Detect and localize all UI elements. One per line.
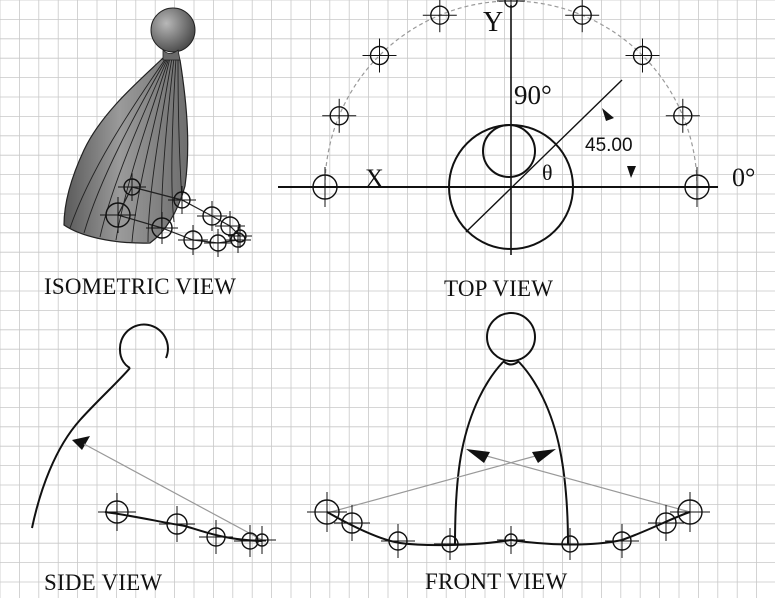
front-view: FRONT VIEW (307, 312, 710, 594)
side-profile-curve (31, 367, 131, 529)
control-point (146, 212, 178, 244)
top-angle-symbol: θ (542, 160, 553, 185)
iso-control-points (100, 173, 252, 257)
control-point (168, 186, 196, 214)
top-x-axis-label: X (365, 164, 384, 193)
top-angle-90-label: 90° (514, 80, 552, 110)
side-view-label: SIDE VIEW (44, 570, 162, 595)
control-point (305, 167, 345, 207)
control-point (677, 167, 717, 207)
top-angle-line (465, 79, 623, 233)
control-point (670, 492, 710, 532)
top-head-circle (482, 124, 536, 178)
front-control-points (307, 492, 710, 560)
front-head-circle (486, 312, 536, 362)
control-point (665, 98, 700, 133)
control-point (334, 505, 370, 541)
front-guide-left (326, 451, 551, 514)
control-point (228, 224, 252, 248)
top-y-axis-label: Y (483, 7, 503, 38)
control-point (422, 0, 457, 33)
front-guide-right (471, 451, 691, 513)
control-point (118, 173, 146, 201)
side-base-curve (104, 511, 263, 542)
top-angle-value: 45.00 (585, 135, 633, 156)
control-point (98, 493, 136, 531)
control-point (565, 0, 600, 33)
top-angle-0-label: 0° (732, 163, 755, 192)
control-point (381, 524, 415, 558)
isometric-view-label: ISOMETRIC VIEW (44, 274, 236, 299)
side-arrow (72, 436, 90, 450)
control-point (434, 528, 466, 560)
control-point (234, 525, 266, 557)
control-point (625, 38, 660, 73)
side-view: SIDE VIEW (31, 323, 276, 595)
top-view: Y X 90° 0° 45.00 θ TOP VIEW (278, 0, 755, 301)
control-point (178, 225, 208, 255)
front-neck (502, 360, 520, 366)
top-angle-arrow-lower (627, 166, 636, 178)
front-bell-outline (454, 361, 569, 546)
side-control-points (98, 493, 276, 557)
control-point (100, 197, 136, 233)
control-point (159, 506, 195, 542)
iso-ball (150, 7, 196, 53)
side-head-arc (118, 323, 169, 369)
isometric-view: ISOMETRIC VIEW (44, 7, 252, 299)
control-point (497, 0, 525, 15)
top-view-label: TOP VIEW (444, 276, 553, 301)
control-point (362, 38, 397, 73)
top-angle-arrow-upper (602, 108, 614, 121)
control-point (307, 492, 347, 532)
front-arrow-left (466, 449, 490, 463)
control-point (248, 526, 276, 554)
iso-bell-body (63, 57, 189, 244)
front-view-label: FRONT VIEW (425, 569, 567, 594)
control-point (204, 229, 232, 257)
control-point (554, 528, 586, 560)
control-point (197, 201, 227, 231)
side-guide-line (83, 443, 263, 541)
iso-neck (162, 49, 181, 61)
control-point (322, 98, 357, 133)
control-point (497, 526, 525, 554)
control-point (199, 520, 233, 554)
control-point (648, 505, 684, 541)
front-arrow-right (532, 449, 556, 463)
top-control-points (305, 0, 717, 207)
control-point (605, 524, 639, 558)
